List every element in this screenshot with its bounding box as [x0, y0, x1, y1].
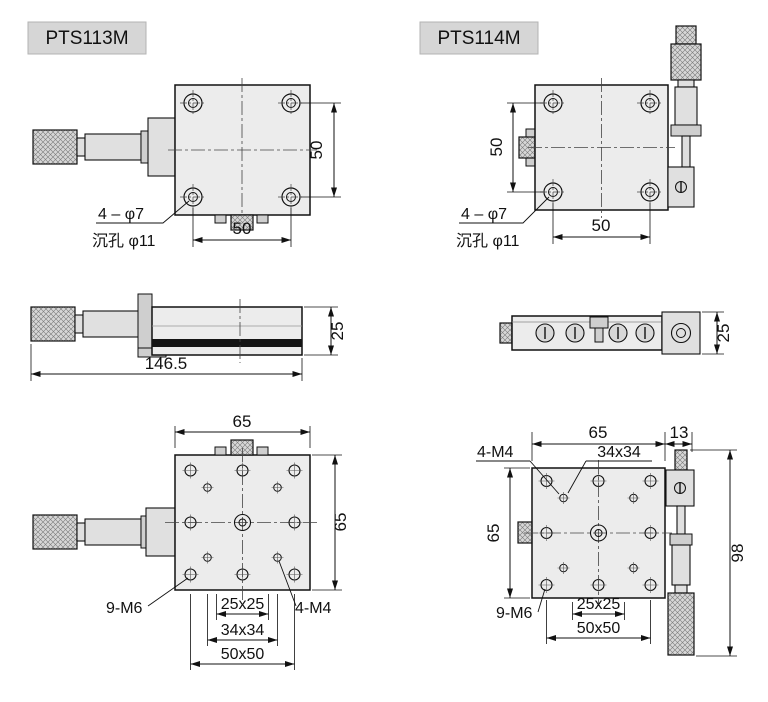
- lock-knob: [517, 521, 534, 544]
- dim-height: 65: [484, 524, 503, 543]
- dovetail-band: [152, 339, 302, 347]
- stage-body: [151, 306, 303, 356]
- micrometer-thimble: [670, 43, 702, 81]
- end-block: [661, 311, 701, 355]
- leader-line: [278, 560, 297, 607]
- clamp-tab: [214, 214, 227, 224]
- micrometer-spindle: [676, 505, 686, 535]
- clamp-tab: [214, 446, 227, 456]
- pts114m-side-view: 25: [499, 311, 733, 355]
- pts114m-top-view: 50 50 4 – φ7 沉孔 φ11: [456, 25, 702, 250]
- pts113m-bottom-view: 65 65 9-M6 4-M4 25x25 34x34 50x50: [32, 412, 350, 670]
- dim-height: 65: [331, 513, 350, 532]
- hole-note: 4 – φ7: [98, 206, 144, 223]
- leader-line: [459, 196, 550, 224]
- model-label-pts113m: PTS113M: [27, 21, 147, 55]
- dim-width: 65: [233, 412, 252, 431]
- dim-length: 146.5: [145, 354, 188, 373]
- lock-knob: [499, 322, 513, 344]
- lock-knob: [230, 439, 254, 456]
- micrometer-mount-block: [145, 507, 176, 557]
- dim-width: 50: [233, 219, 252, 238]
- label-4m4: 4-M4: [477, 444, 514, 461]
- pts113m-top-view: 50 50 4 – φ7 沉孔 φ11: [32, 78, 341, 250]
- counterbore-note: 沉孔 φ11: [92, 232, 156, 250]
- clamp-tab: [525, 128, 536, 138]
- label-25x25: 25x25: [577, 596, 621, 613]
- label-34x34: 34x34: [597, 444, 641, 461]
- model-name: PTS113M: [45, 28, 128, 49]
- clamp-tab: [256, 214, 269, 224]
- micrometer-barrel: [671, 544, 691, 586]
- model-label-pts114m: PTS114M: [419, 21, 539, 55]
- pts113m-side-view: 146.5 25: [30, 293, 347, 381]
- label-34x34: 34x34: [221, 622, 265, 639]
- leader-line: [529, 460, 560, 495]
- label-50x50: 50x50: [577, 620, 621, 637]
- dim-width: 65: [589, 423, 608, 442]
- leader-line: [537, 588, 546, 613]
- pts114m-bottom-view: 65 13 34x34 4-M4 65 98 9-M6 25x25 50x50: [476, 423, 747, 657]
- label-9m6: 9-M6: [496, 605, 533, 622]
- dim-height: 25: [328, 322, 347, 341]
- model-label-box: [27, 21, 147, 55]
- leader-line: [567, 460, 587, 494]
- label-25x25: 25x25: [221, 596, 265, 613]
- counterbore-note: 沉孔 φ11: [456, 232, 520, 250]
- micrometer-barrel: [674, 86, 698, 126]
- label-50x50: 50x50: [221, 646, 265, 663]
- ratchet-cap: [675, 25, 697, 45]
- clamp-stud: [674, 449, 688, 471]
- lock-ring: [670, 124, 702, 137]
- lock-ring: [669, 533, 693, 546]
- end-block-hole-inner: [676, 328, 686, 338]
- model-name: PTS114M: [437, 28, 520, 49]
- end-block-hole: [670, 322, 692, 344]
- center-clamp-top: [589, 316, 609, 329]
- center-clamp-stem: [594, 327, 604, 343]
- leader-line: [96, 200, 190, 224]
- dim-height: 50: [307, 141, 326, 160]
- label-9m6: 9-M6: [106, 600, 143, 617]
- bracket: [137, 293, 153, 357]
- micrometer-bracket: [667, 166, 695, 208]
- label-4m4: 4-M4: [295, 600, 332, 617]
- lock-knob: [230, 214, 254, 231]
- micrometer-step: [674, 584, 688, 594]
- micrometer-mount-block: [147, 117, 176, 177]
- micrometer-spindle: [681, 135, 691, 168]
- leader-line: [147, 577, 189, 607]
- model-label-box: [419, 21, 539, 55]
- dim-height: 25: [714, 324, 733, 343]
- clamp-tab: [256, 446, 269, 456]
- dim-overall-height: 98: [728, 544, 747, 563]
- dim-height: 50: [487, 138, 506, 157]
- clamp-tab: [525, 157, 536, 167]
- dim-offset: 13: [670, 423, 689, 442]
- micrometer-step: [677, 79, 695, 88]
- hole-note: 4 – φ7: [461, 206, 507, 223]
- micrometer-thimble: [667, 592, 695, 656]
- dim-width: 50: [592, 216, 611, 235]
